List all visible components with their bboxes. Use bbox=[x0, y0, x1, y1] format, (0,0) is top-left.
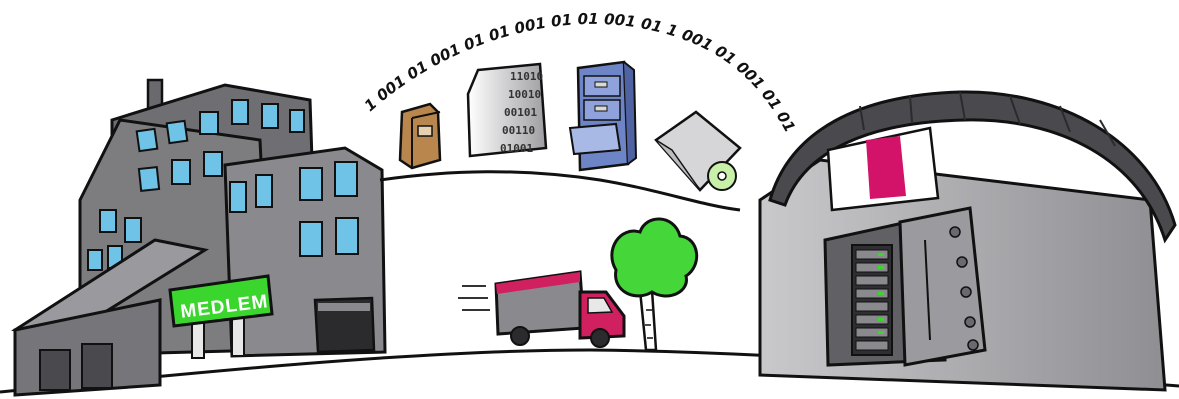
doc-binary-line: 11010 bbox=[510, 70, 543, 83]
delivery-truck bbox=[458, 272, 624, 347]
doc-binary-line: 10010 bbox=[508, 88, 541, 101]
flow-line bbox=[380, 172, 740, 210]
binary-document-icon: 11010 10010 00101 00110 01001 bbox=[468, 64, 546, 156]
office-building: MEDLEM bbox=[15, 80, 385, 395]
archive-box-icon bbox=[400, 104, 440, 168]
datacenter-building bbox=[760, 92, 1175, 390]
server-rack bbox=[852, 245, 892, 355]
doc-binary-line: 00110 bbox=[502, 124, 535, 137]
disc-document-icon bbox=[656, 112, 740, 190]
doc-binary-line: 00101 bbox=[504, 106, 537, 119]
file-cabinet-icon bbox=[570, 62, 636, 170]
magenta-panel bbox=[866, 136, 906, 199]
doc-binary-line: 01001 bbox=[500, 142, 533, 155]
